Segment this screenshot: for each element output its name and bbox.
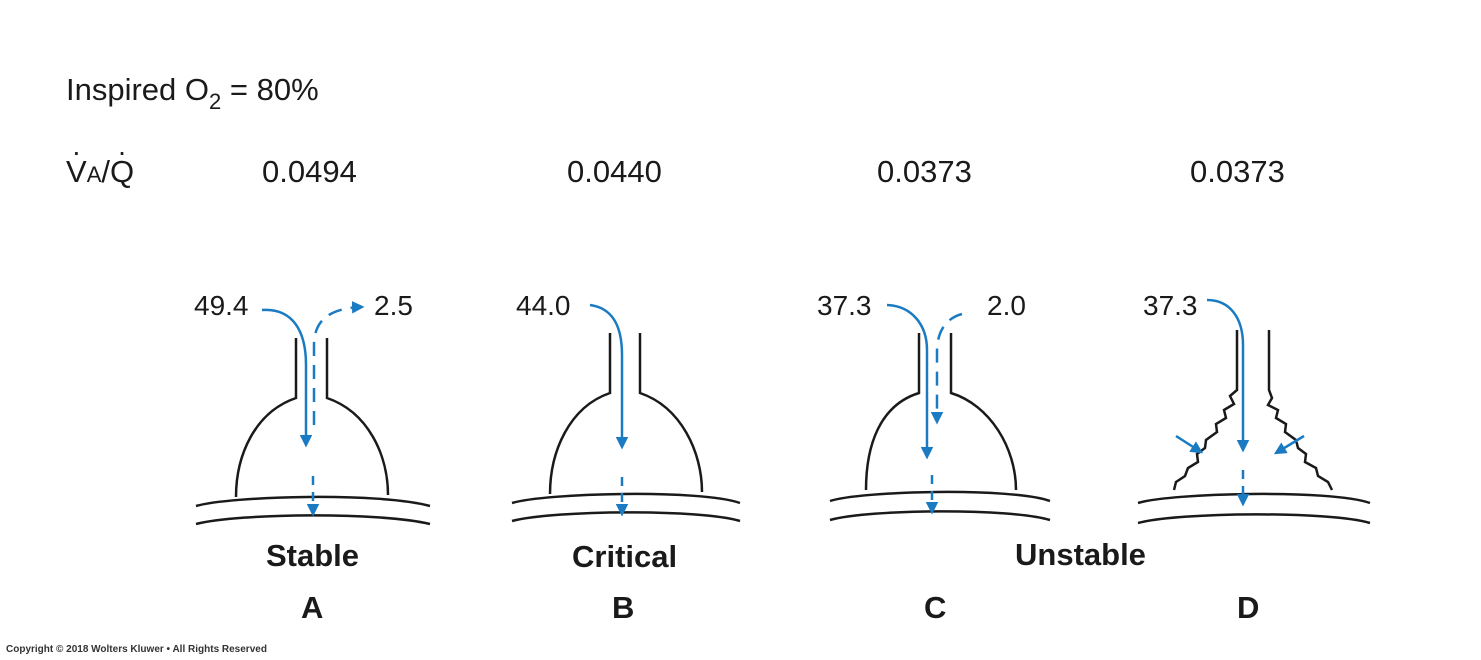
va-slash: / — [101, 154, 110, 189]
panel-letter-b: B — [612, 590, 635, 625]
flow-arrows-d — [1175, 298, 1305, 507]
panel-letter-d: D — [1237, 590, 1260, 625]
copyright-notice: Copyright © 2018 Wolters Kluwer • All Ri… — [6, 644, 267, 655]
va-q: Q — [110, 154, 134, 190]
inflow-arrow-c — [886, 303, 934, 460]
inspired-o2-label: Inspired O2 = 80% — [66, 72, 319, 114]
va-a: A — [86, 162, 102, 187]
alveolus-d — [1137, 330, 1371, 525]
state-label-b: Critical — [572, 539, 678, 574]
alveolus-a-wall — [234, 338, 298, 498]
outflow-arrow-a — [312, 301, 365, 425]
ratio-a: 0.0494 — [262, 154, 357, 189]
compression-arrow-left — [1175, 434, 1204, 454]
flow-arrows-c — [886, 303, 963, 515]
state-label-c: Unstable — [1015, 537, 1146, 572]
panel-letter-c: C — [924, 590, 947, 625]
inspired-subscript: 2 — [209, 89, 222, 114]
panel-letter-a: A — [301, 590, 324, 625]
capillary-d — [1137, 492, 1371, 505]
capillary-b — [511, 492, 741, 505]
inflow-arrow-a — [261, 308, 313, 448]
inflow-c: 37.3 — [817, 290, 872, 321]
inflow-b: 44.0 — [516, 290, 571, 321]
ratio-b: 0.0440 — [567, 154, 662, 189]
inspired-prefix: Inspired O — [66, 72, 210, 107]
flow-arrows-a — [261, 301, 365, 517]
capillary-c — [829, 490, 1051, 503]
inspired-suffix: = 80% — [221, 72, 319, 107]
inflow-d: 37.3 — [1143, 290, 1198, 321]
ratio-c: 0.0373 — [877, 154, 972, 189]
outflow-arrow-c — [930, 312, 963, 425]
outflow-a: 2.5 — [374, 290, 413, 321]
inflow-arrow-b — [589, 303, 629, 450]
flow-arrows-b — [589, 303, 629, 517]
compression-arrow-right — [1273, 434, 1305, 455]
outflow-c: 2.0 — [987, 290, 1026, 321]
va-q-label: VA/Q — [66, 154, 134, 190]
ratio-d: 0.0373 — [1190, 154, 1285, 189]
inflow-a: 49.4 — [194, 290, 249, 321]
inflow-arrow-d — [1206, 298, 1250, 453]
alveolus-c — [829, 333, 1051, 522]
alveolus-b — [511, 333, 741, 523]
state-label-a: Stable — [266, 538, 360, 573]
capillary-a — [195, 495, 431, 508]
va-v: V — [66, 154, 87, 190]
